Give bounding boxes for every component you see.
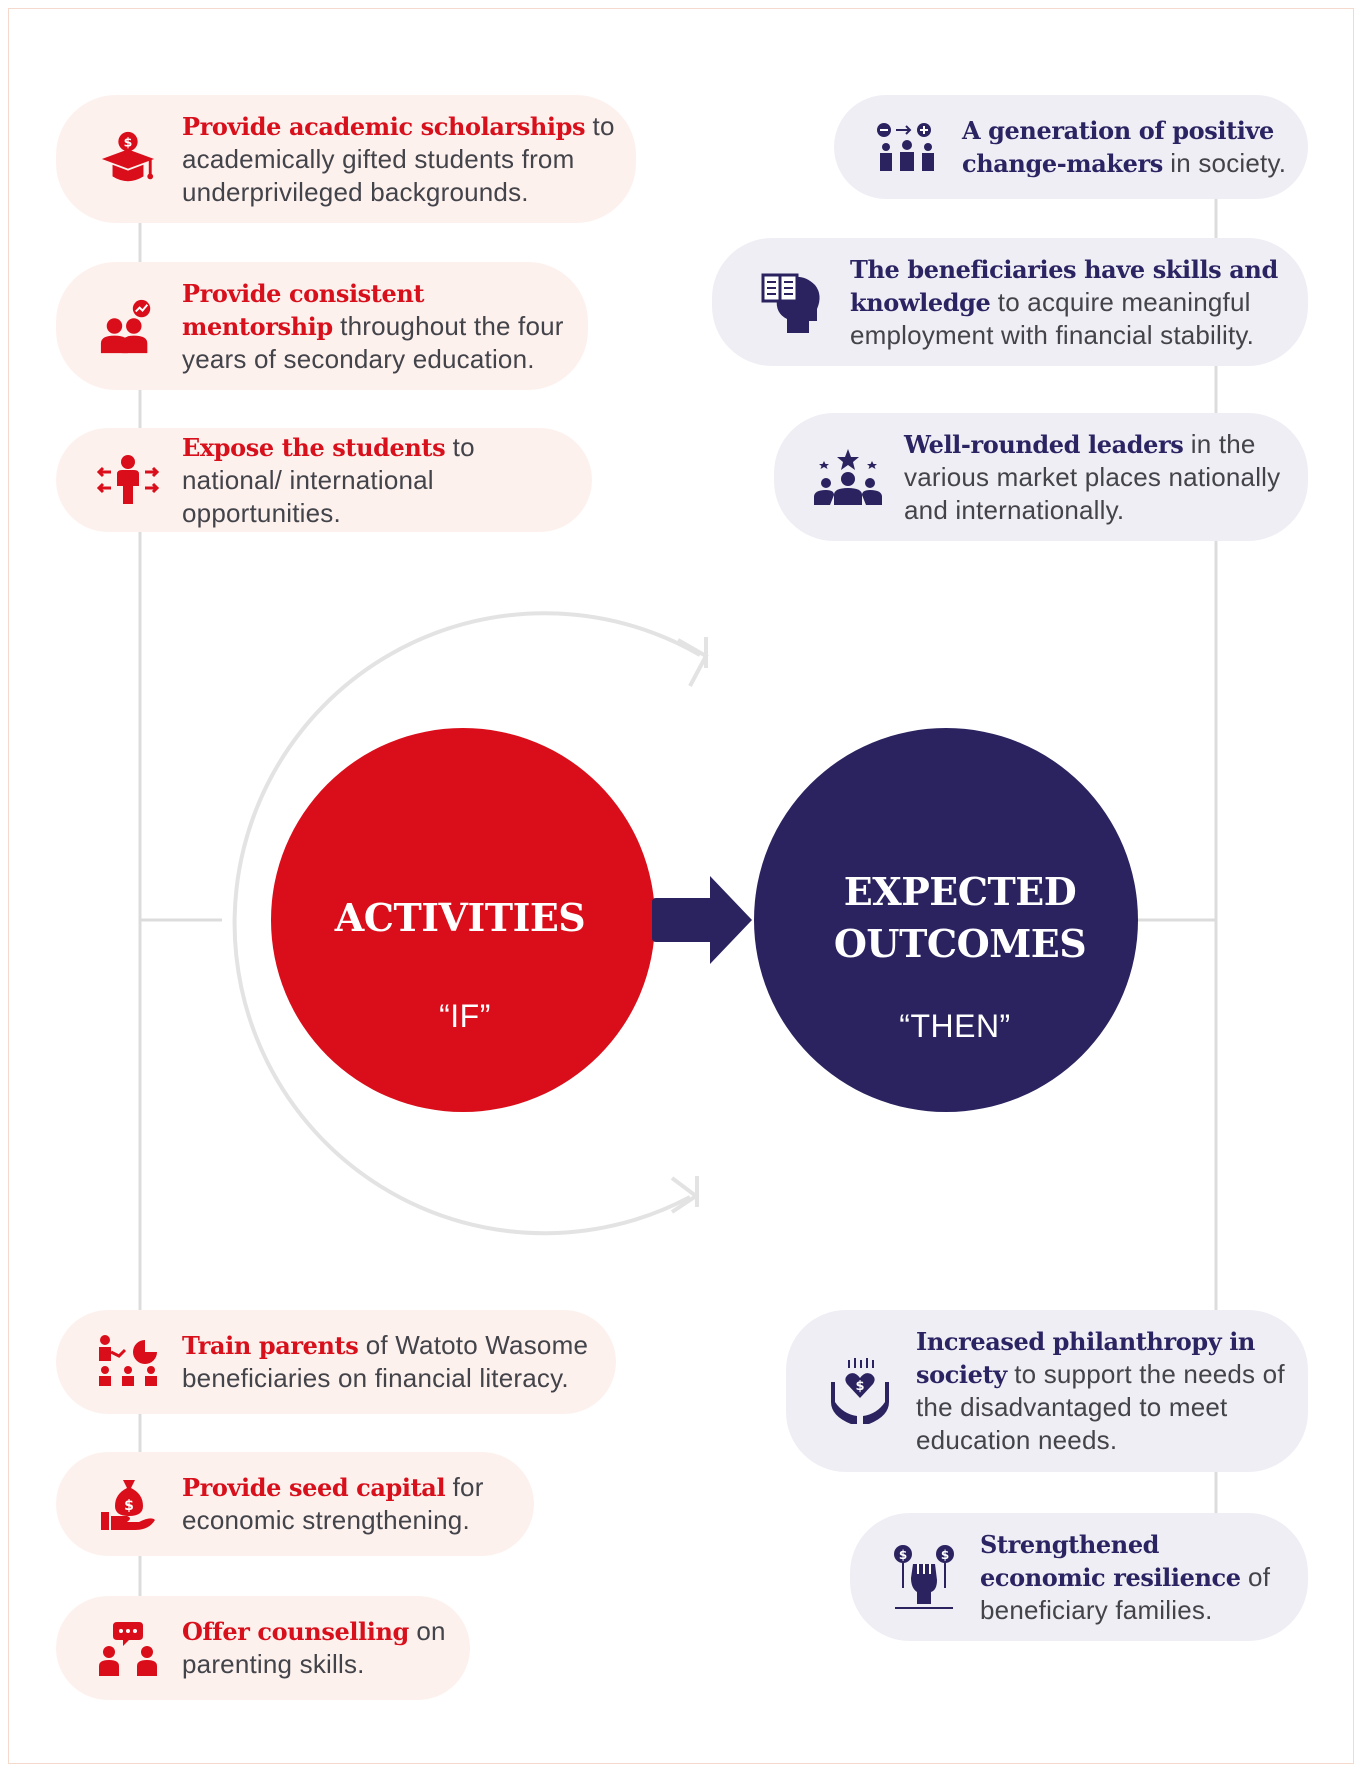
counselling-icon <box>56 1620 182 1676</box>
training-icon <box>56 1334 182 1390</box>
activities-circle <box>271 728 655 1112</box>
resilience-fist-icon: $ $ <box>850 1544 980 1610</box>
outcome-item: $ Increased philanthropy in society to s… <box>786 1310 1308 1472</box>
activity-item: $ Provide academic scholarships to acade… <box>56 95 636 223</box>
activity-text: Provide academic scholarships to academi… <box>182 110 622 209</box>
outcome-item: A generation of positive change-makers i… <box>834 95 1308 199</box>
activity-bold: Train parents <box>182 1331 359 1360</box>
outcome-text: Well-rounded leaders in the various mark… <box>904 428 1284 527</box>
outcome-text: Increased philanthropy in society to sup… <box>916 1325 1286 1457</box>
outcome-bold: The beneficiaries have skills and knowle… <box>850 254 1278 317</box>
outcome-text: The beneficiaries have skills and knowle… <box>850 253 1300 352</box>
money-bag-hand-icon: $ <box>56 1476 182 1532</box>
opportunities-icon <box>56 454 182 506</box>
outcome-item: Well-rounded leaders in the various mark… <box>774 413 1308 541</box>
head-book-icon <box>712 269 850 335</box>
activity-text: Provide consistent mentorship throughout… <box>182 277 582 376</box>
activity-rest: to academically gifted students from und… <box>182 110 615 207</box>
outcome-text: A generation of positive change-makers i… <box>962 114 1302 180</box>
svg-text:$: $ <box>855 1379 864 1394</box>
activity-bold: Provide seed capital <box>182 1473 446 1502</box>
activity-bold: Expose the students <box>182 432 446 462</box>
outcomes-circle <box>754 728 1138 1112</box>
activity-text: Provide seed capital for economic streng… <box>182 1471 512 1537</box>
activities-label: ACTIVITIES <box>300 892 620 944</box>
outcome-bold: Well-rounded leaders <box>904 429 1184 459</box>
outcome-text: Strengthened economic resilience of bene… <box>980 1528 1290 1627</box>
outcome-item: The beneficiaries have skills and knowle… <box>712 238 1308 366</box>
activity-item: Train parents of Watoto Wasome beneficia… <box>56 1310 616 1414</box>
outcomes-then-label: “THEN” <box>899 1008 1011 1044</box>
activity-rest: for economic strengthening. <box>182 1472 484 1535</box>
activity-text: Train parents of Watoto Wasome beneficia… <box>182 1329 612 1395</box>
outcome-bold: A generation of positive change-makers <box>962 116 1274 178</box>
activities-title: ACTIVITIES <box>334 895 586 940</box>
activity-item: Provide consistent mentorship throughout… <box>56 262 588 390</box>
outcome-item: $ $ Strengthened economic resilience of … <box>850 1513 1308 1641</box>
activity-rest: on parenting skills. <box>182 1616 446 1679</box>
svg-text:$: $ <box>899 1548 907 1562</box>
outcome-bold: Increased philanthropy in society <box>916 1327 1255 1389</box>
svg-text:$: $ <box>941 1548 949 1562</box>
activity-bold: Offer counselling <box>182 1617 409 1646</box>
outcome-rest: in the various market places nationally … <box>904 428 1281 525</box>
activities-if-label: “IF” <box>439 998 491 1034</box>
philanthropy-hands-icon: $ <box>786 1358 916 1424</box>
activity-item: $ Provide seed capital for economic stre… <box>56 1452 534 1556</box>
outcome-rest: to support the needs of the disadvantage… <box>916 1359 1285 1455</box>
cycle-arrowhead-bottom <box>670 1176 700 1214</box>
scholarship-cap-icon: $ <box>56 130 182 188</box>
outcome-rest: of beneficiary families. <box>980 1561 1271 1625</box>
activity-rest: of Watoto Wasome beneficiaries on financ… <box>182 1330 589 1393</box>
outcomes-label: EXPECTED OUTCOMES <box>800 866 1120 970</box>
page-frame <box>8 8 1354 1764</box>
activity-bold: Provide consistent mentorship <box>182 278 425 341</box>
activity-text: Offer counselling on parenting skills. <box>182 1615 452 1681</box>
mentorship-icon <box>56 297 182 355</box>
activity-text: Expose the students to national/ interna… <box>182 431 582 530</box>
activity-item: Expose the students to national/ interna… <box>56 428 592 532</box>
outcome-bold: Strengthened economic resilience <box>980 1529 1241 1592</box>
activity-item: Offer counselling on parenting skills. <box>56 1596 470 1700</box>
svg-text:$: $ <box>124 1498 134 1514</box>
activity-bold: Provide academic scholarships <box>182 111 586 141</box>
outcomes-title-line1: EXPECTED <box>843 869 1077 914</box>
svg-text:$: $ <box>124 134 133 149</box>
outcomes-title-line2: OUTCOMES <box>833 921 1087 966</box>
if-then-arrow <box>652 876 752 964</box>
change-makers-icon <box>834 121 962 173</box>
cycle-arc <box>232 611 701 1236</box>
outcome-rest: to acquire meaningful employment with fi… <box>850 286 1255 350</box>
leaders-stars-icon <box>774 449 904 505</box>
activity-rest: throughout the four years of secondary e… <box>182 310 564 374</box>
activity-rest: to national/ international opportunities… <box>182 431 475 528</box>
outcome-rest: in society. <box>1162 148 1287 178</box>
